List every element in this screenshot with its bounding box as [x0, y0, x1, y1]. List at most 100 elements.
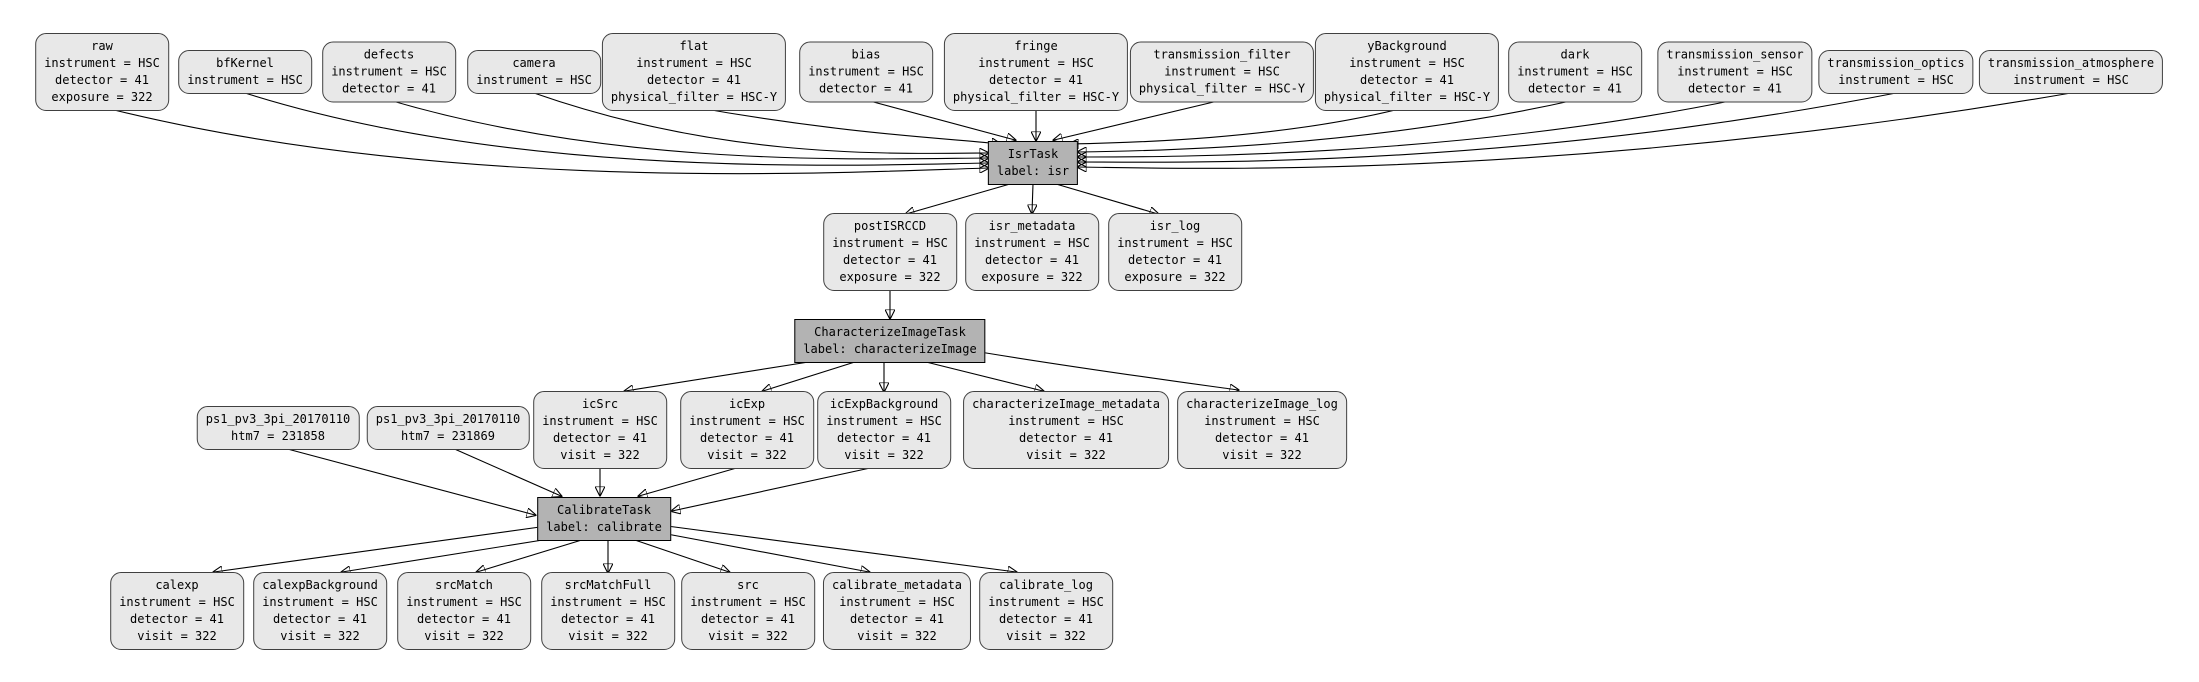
node-title: calexp: [155, 578, 199, 592]
node-attr: physical_filter = HSC-Y: [952, 90, 1120, 104]
node-title: calibrate_metadata: [831, 578, 963, 592]
task-label: label: characterizeImage: [803, 342, 977, 356]
edge-icExp-to-calibrate: [639, 464, 748, 496]
node-task-characterizeImage: CharacterizeImageTask label: characteriz…: [794, 319, 986, 363]
node-attr: instrument = HSC: [690, 595, 806, 609]
node-attr: instrument = HSC: [542, 414, 658, 428]
node-attr: instrument = HSC: [1517, 64, 1633, 79]
node-attr: instrument = HSC: [1164, 64, 1280, 79]
edge-calibrate-to-calexpBackground: [342, 538, 550, 572]
edge-transmission_atmosphere-to-isr: [1078, 92, 2072, 168]
node-title: calexpBackground: [262, 578, 378, 592]
node-attr: visit = 322: [1006, 629, 1086, 643]
node-attr: instrument = HSC: [1008, 414, 1124, 428]
node-defects: defects instrument = HSC detector = 41: [322, 41, 456, 103]
node-yBackground: yBackground instrument = HSC detector = …: [1314, 33, 1500, 111]
node-attr: instrument = HSC: [2013, 73, 2129, 87]
node-title: bfKernel: [216, 56, 274, 70]
node-attr: detector = 41: [1528, 81, 1622, 96]
node-attr: detector = 41: [700, 431, 794, 445]
node-attr: detector = 41: [273, 612, 367, 626]
edge-flat-to-isr: [693, 106, 1000, 144]
node-attr: instrument = HSC: [839, 595, 955, 609]
node-attr: visit = 322: [844, 448, 924, 462]
node-title: fringe: [1014, 39, 1058, 53]
node-attr: exposure = 322: [51, 90, 153, 104]
node-characterizeImage_log: characterizeImage_log instrument = HSC d…: [1177, 391, 1347, 469]
node-attr: htm7 = 231858: [231, 429, 325, 443]
node-attr: instrument = HSC: [187, 73, 303, 87]
node-attr: instrument = HSC: [1117, 236, 1233, 250]
node-attr: instrument = HSC: [262, 595, 378, 609]
node-title: icSrc: [581, 397, 619, 411]
node-attr: instrument = HSC: [826, 414, 942, 428]
node-attr: visit = 322: [424, 629, 504, 643]
edge-ps1-231858-to-calibrate: [279, 446, 535, 515]
node-attr: instrument = HSC: [832, 236, 948, 250]
node-attr: exposure = 322: [981, 270, 1083, 284]
node-title: srcMatchFull: [564, 578, 652, 592]
node-title: calibrate_log: [999, 578, 1093, 592]
node-attr: detector = 41: [647, 73, 741, 87]
node-icExp: icExp instrument = HSC detector = 41 vis…: [680, 391, 814, 469]
node-attr: instrument = HSC: [974, 236, 1090, 250]
node-attr: htm7 = 231869: [401, 429, 495, 443]
node-attr: instrument = HSC: [1838, 73, 1954, 87]
node-srcMatchFull: srcMatchFull instrument = HSC detector =…: [541, 572, 675, 650]
node-title: raw: [91, 39, 113, 53]
node-attr: visit = 322: [857, 629, 937, 643]
node-title: src: [737, 578, 759, 592]
node-title: ps1_pv3_3pi_20170110: [375, 412, 521, 426]
edge-raw-to-isr: [101, 106, 988, 175]
node-attr: detector = 41: [989, 73, 1083, 87]
node-title: srcMatch: [435, 578, 493, 592]
node-title: characterizeImage_log: [1186, 397, 1338, 411]
node-attr: exposure = 322: [1124, 270, 1226, 284]
node-title: bias: [851, 47, 881, 62]
node-attr: detector = 41: [837, 431, 931, 445]
edge-yBackground-to-isr: [1070, 106, 1408, 144]
node-transmission_filter: transmission_filter instrument = HSC phy…: [1129, 41, 1315, 103]
edge-isr-to-isr_log: [1055, 183, 1158, 214]
edge-characterizeImage-to-characterizeImage_metadata: [921, 360, 1043, 391]
node-attr: instrument = HSC: [550, 595, 666, 609]
node-attr: detector = 41: [130, 612, 224, 626]
node-attr: visit = 322: [1222, 448, 1302, 462]
edge-isr-to-postISRCCD: [906, 183, 1011, 214]
node-attr: visit = 322: [1026, 448, 1106, 462]
node-transmission_atmosphere: transmission_atmosphere instrument = HSC: [1978, 50, 2164, 94]
node-attr: detector = 41: [999, 612, 1093, 626]
task-label: label: isr: [996, 164, 1070, 178]
node-icSrc: icSrc instrument = HSC detector = 41 vis…: [533, 391, 667, 469]
task-title: CharacterizeImageTask: [814, 325, 966, 339]
node-title: transmission_atmosphere: [1987, 56, 2155, 70]
node-attr: visit = 322: [707, 448, 787, 462]
node-attr: detector = 41: [55, 73, 149, 87]
node-title: camera: [512, 56, 556, 70]
node-attr: instrument = HSC: [406, 595, 522, 609]
edge-characterizeImage-to-characterizeImage_log: [979, 351, 1238, 390]
task-title: IsrTask: [1007, 147, 1059, 161]
node-title: transmission_filter: [1153, 47, 1291, 62]
node-attr: detector = 41: [553, 431, 647, 445]
node-attr: instrument = HSC: [808, 64, 924, 79]
node-bias: bias instrument = HSC detector = 41: [799, 41, 933, 103]
node-task-calibrate: CalibrateTask label: calibrate: [537, 497, 671, 541]
node-attr: instrument = HSC: [988, 595, 1104, 609]
node-attr: detector = 41: [342, 81, 436, 96]
node-title: characterizeImage_metadata: [972, 397, 1160, 411]
node-title: transmission_optics: [1827, 56, 1965, 70]
node-attr: instrument = HSC: [119, 595, 235, 609]
node-attr: detector = 41: [1688, 81, 1782, 96]
task-title: CalibrateTask: [557, 503, 651, 517]
node-attr: instrument = HSC: [1677, 64, 1793, 79]
node-attr: visit = 322: [280, 629, 360, 643]
node-camera: camera instrument = HSC: [467, 50, 601, 94]
node-calibrate_log: calibrate_log instrument = HSC detector …: [979, 572, 1113, 650]
node-isr_log: isr_log instrument = HSC detector = 41 e…: [1108, 213, 1242, 291]
node-flat: flat instrument = HSC detector = 41 phys…: [601, 33, 787, 111]
node-title: icExp: [728, 397, 766, 411]
node-attr: visit = 322: [137, 629, 217, 643]
node-attr: detector = 41: [417, 612, 511, 626]
